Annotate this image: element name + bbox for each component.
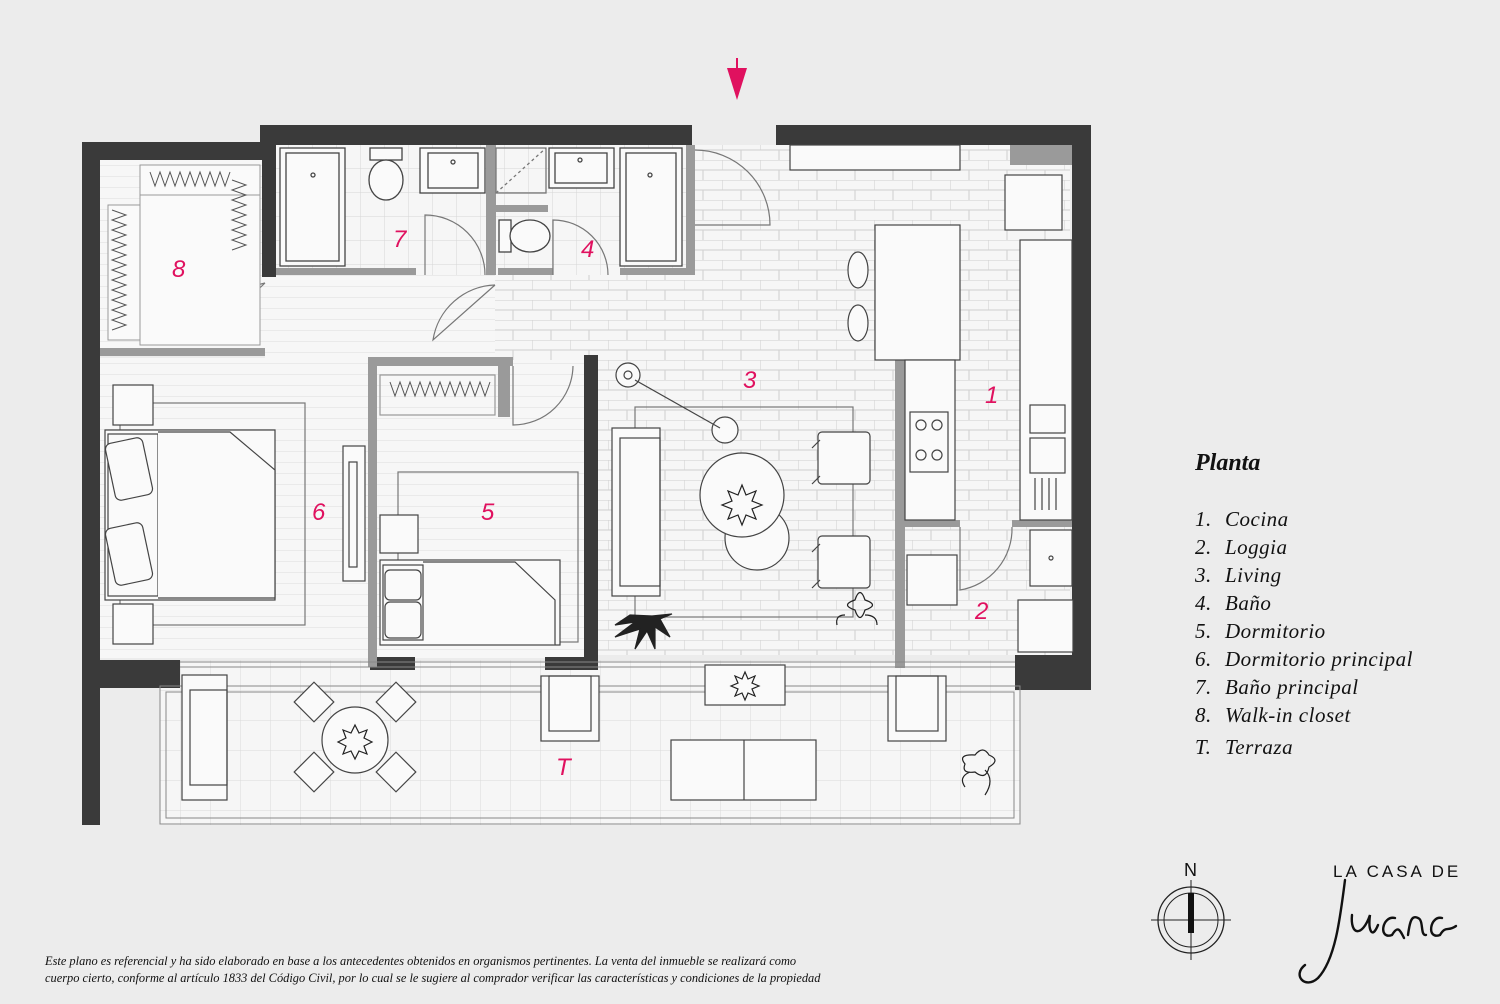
- room-label-1: 1: [985, 382, 998, 409]
- logo-text: LA CASA DE: [1333, 862, 1462, 881]
- living-furniture: [611, 362, 871, 618]
- legend-item: 1. Cocina: [1195, 505, 1413, 533]
- legend-item-label: Cocina: [1225, 507, 1289, 531]
- room-label-6: 6: [312, 499, 326, 526]
- legend-item-label: Walk-in closet: [1225, 703, 1351, 727]
- disclaimer-line: cuerpo cierto, conforme al artículo 1833…: [45, 971, 821, 985]
- room-label-3: 3: [743, 367, 757, 394]
- room-label-8: 8: [172, 256, 186, 283]
- legend-item-label: Baño principal: [1225, 675, 1359, 699]
- legend-title: Planta: [1195, 450, 1261, 476]
- legend-item-number: 7.: [1195, 675, 1212, 699]
- legend-item-number: 2.: [1195, 535, 1212, 559]
- legend-item: 2. Loggia: [1195, 533, 1413, 561]
- legend-item: 7. Baño principal: [1195, 673, 1413, 701]
- room-label-5: 5: [481, 499, 495, 526]
- walls: [82, 125, 1091, 825]
- legend-item-number: 8.: [1195, 703, 1212, 727]
- legend-item: 8. Walk-in closet: [1195, 701, 1413, 729]
- master-bedroom-furniture: [104, 384, 366, 645]
- legend-item-label: Loggia: [1225, 535, 1288, 559]
- bathroom-fixtures: [279, 147, 683, 267]
- legend-item-number: 4.: [1195, 591, 1212, 615]
- legend-item: 4. Baño: [1195, 589, 1413, 617]
- plant-icon: [336, 483, 996, 796]
- legend-item: 3. Living: [1195, 561, 1413, 589]
- room-label-4: 4: [581, 236, 594, 263]
- legend-item-label: Living: [1225, 563, 1282, 587]
- room-label-2: 2: [974, 598, 988, 625]
- terrace-furniture: [181, 664, 947, 801]
- legend-item: 6. Dormitorio principal: [1195, 645, 1413, 673]
- legend-item-number: 6.: [1195, 647, 1212, 671]
- legend-item-label: Dormitorio: [1225, 619, 1326, 643]
- room-label-7: 7: [393, 226, 408, 253]
- legend-item-number: T.: [1195, 735, 1212, 759]
- legend-item-number: 3.: [1195, 563, 1212, 587]
- legend-item-number: 5.: [1195, 619, 1212, 643]
- disclaimer-line: Este plano es referencial y ha sido elab…: [45, 954, 797, 968]
- legend-item: 5. Dormitorio: [1195, 617, 1413, 645]
- room-label-t: T: [556, 754, 573, 781]
- legend-item-label: Baño: [1225, 591, 1272, 615]
- disclaimer: Este plano es referencial y ha sido elab…: [45, 953, 820, 987]
- legend-item-label: Terraza: [1225, 735, 1294, 759]
- logo-script: [1298, 878, 1458, 984]
- legend-item: T. Terraza: [1195, 733, 1413, 761]
- legend-item-number: 1.: [1195, 507, 1212, 531]
- legend-item-label: Dormitorio principal: [1225, 647, 1413, 671]
- kitchen-fixtures: [789, 144, 1074, 653]
- north-compass-icon: [1151, 880, 1231, 960]
- entrance-arrow-icon: [727, 58, 747, 100]
- closet-shelves: [107, 164, 261, 346]
- compass-north-label: N: [1184, 860, 1197, 880]
- legend: Planta 1. Cocina 2. Loggia 3. Living 4. Baño…: [1195, 450, 1413, 761]
- interior-partitions: [100, 145, 1072, 668]
- bedroom-furniture: [379, 374, 579, 646]
